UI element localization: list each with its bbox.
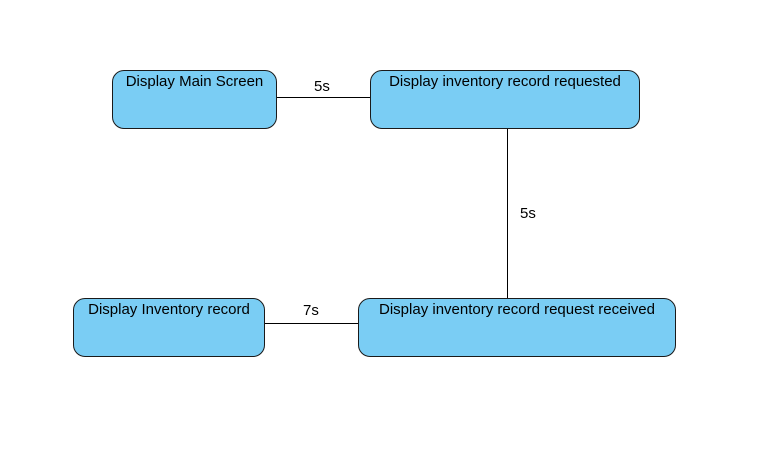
node-label: Display inventory record request receive… [379,301,655,318]
node-display-inventory-record-requested[interactable]: Display inventory record requested [370,70,640,129]
node-display-inventory-record-request-received[interactable]: Display inventory record request receive… [358,298,676,357]
edge-label-received-to-record: 7s [303,302,319,319]
edge-label-requested-to-received: 5s [518,205,538,223]
node-display-inventory-record[interactable]: Display Inventory record [73,298,265,357]
node-label: Display inventory record requested [389,73,621,90]
edge-main-to-requested [277,97,371,99]
node-label: Display Inventory record [88,301,250,318]
edge-label-main-to-requested: 5s [314,78,330,95]
node-display-main-screen[interactable]: Display Main Screen [112,70,277,129]
edge-received-to-record [265,323,359,325]
edge-requested-to-received [507,129,509,298]
node-label: Display Main Screen [125,73,264,90]
